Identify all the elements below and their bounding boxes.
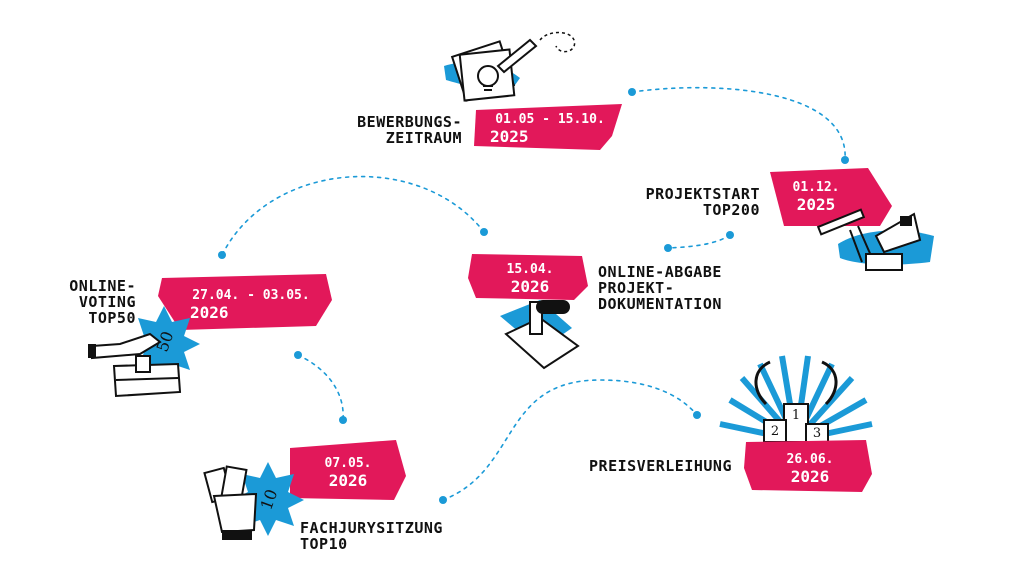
- podium-third-place: 3: [812, 426, 822, 441]
- date-year: 2026: [790, 467, 830, 486]
- podium-icon: [719, 355, 873, 443]
- stamp-icon: [500, 300, 580, 370]
- milestone-date-preis: 26.06. 2026: [774, 452, 846, 486]
- date-year: 2026: [510, 277, 550, 296]
- date-year: 2025: [796, 195, 836, 214]
- date-day: 26.06.: [786, 452, 834, 467]
- ballot-box-icon: [88, 306, 200, 398]
- milestone-date-voting: 27.04. - 03.05. 2026: [176, 288, 326, 322]
- podium-first-place: 1: [791, 408, 801, 423]
- date-year: 2026: [190, 303, 229, 322]
- tools-icon: [816, 208, 934, 271]
- label-line: DOKUMENTATION: [598, 295, 722, 313]
- date-range: 01.05 - 15.10.: [495, 112, 605, 127]
- milestone-label-voting: ONLINE- VOTING TOP50: [30, 278, 136, 326]
- milestone-date-jury: 07.05. 2026: [312, 456, 384, 490]
- label-line: ONLINE-: [69, 277, 136, 295]
- label-line: PREISVERLEIHUNG: [589, 457, 732, 475]
- path-dots: [218, 88, 849, 504]
- timeline-path: [221, 86, 846, 501]
- date-banner-abgabe: [468, 254, 588, 300]
- milestone-date-projektstart: 01.12. 2025: [780, 180, 852, 214]
- voting-cards-icon: [203, 462, 304, 540]
- date-day: 01.12.: [792, 180, 840, 195]
- paper-pencil-icon: [444, 31, 576, 102]
- label-line: ZEITRAUM: [385, 129, 462, 147]
- date-day: 07.05.: [324, 456, 372, 471]
- date-year: 2025: [490, 127, 529, 146]
- podium-second-place: 2: [770, 424, 780, 439]
- label-line: TOP50: [88, 309, 136, 327]
- date-banner-preis: [744, 440, 872, 492]
- date-day: 15.04.: [506, 262, 554, 277]
- label-line: PROJEKT-: [598, 279, 675, 297]
- milestone-label-jury: FACHJURYSITZUNG TOP10: [300, 520, 490, 552]
- label-line: TOP200: [702, 201, 760, 219]
- milestone-label-projektstart: PROJEKTSTART TOP200: [604, 186, 760, 218]
- label-line: BEWERBUNGS-: [357, 113, 462, 131]
- label-line: ONLINE-ABGABE: [598, 263, 722, 281]
- date-banner-voting: [158, 274, 332, 330]
- date-banner-bewerbung: [474, 104, 622, 150]
- date-range: 27.04. - 03.05.: [192, 288, 310, 303]
- milestone-date-bewerbung: 01.05 - 15.10. 2025: [480, 112, 620, 146]
- milestone-date-abgabe: 15.04. 2026: [494, 262, 566, 296]
- date-year: 2026: [328, 471, 368, 490]
- milestone-label-bewerbung: BEWERBUNGS- ZEITRAUM: [310, 114, 462, 146]
- label-line: TOP10: [300, 535, 348, 553]
- milestone-label-preis: PREISVERLEIHUNG: [540, 458, 732, 474]
- label-line: PROJEKTSTART: [645, 185, 760, 203]
- label-line: VOTING: [78, 293, 136, 311]
- milestone-label-abgabe: ONLINE-ABGABE PROJEKT- DOKUMENTATION: [598, 264, 788, 312]
- label-line: FACHJURYSITZUNG: [300, 519, 443, 537]
- date-banner-jury: [290, 440, 406, 500]
